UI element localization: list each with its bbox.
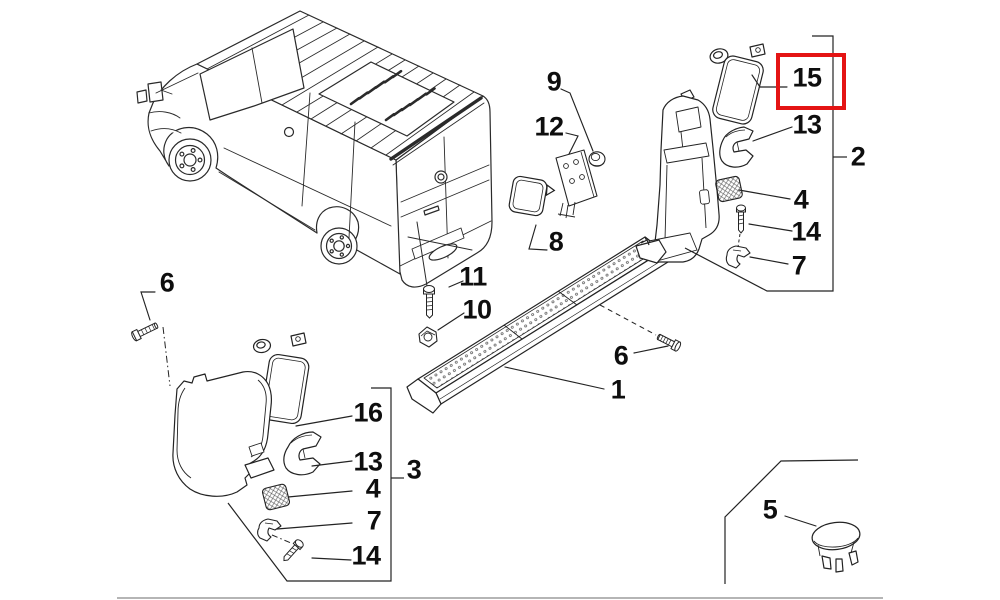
callout-10[interactable]: 10: [462, 294, 492, 325]
front-wheel-icon: [168, 138, 212, 182]
part-14-screw-left: [283, 539, 304, 562]
callout-4-left[interactable]: 4: [365, 473, 381, 504]
part-11-bolt: [423, 285, 435, 319]
part-10-clip-nut: [418, 326, 438, 348]
part-corner-trim: [172, 370, 275, 497]
group-2-bracket: [684, 35, 834, 292]
roof-vent-slots: [349, 69, 436, 122]
part-15-mount-bracket: [709, 43, 766, 125]
callout-7-left[interactable]: 7: [366, 505, 382, 536]
part-13-hook-bracket-left: [283, 431, 322, 476]
callout-6-right[interactable]: 6: [613, 340, 629, 371]
callout-11[interactable]: 11: [459, 261, 487, 292]
part-pillar-trim: [635, 89, 720, 264]
callout-7-right[interactable]: 7: [791, 250, 807, 281]
assembly-axis-lines: [162, 233, 741, 544]
part-5-push-plug: [811, 521, 861, 573]
part-7-clip-right: [725, 245, 751, 269]
highlight-box-15: [776, 53, 846, 110]
part-6-bolt-right: [656, 333, 682, 352]
callout-16[interactable]: 16: [353, 397, 383, 428]
part-13-hook-bracket-right: [719, 126, 754, 168]
callout-2[interactable]: 2: [850, 141, 866, 172]
callout-8[interactable]: 8: [548, 226, 564, 257]
callout-13-left[interactable]: 13: [353, 446, 383, 477]
callout-9[interactable]: 9: [546, 66, 562, 97]
part-7-clip-left: [257, 518, 282, 542]
callout-5[interactable]: 5: [762, 494, 778, 525]
callout-6-left[interactable]: 6: [159, 267, 175, 298]
part-6-bolt-left: [131, 322, 159, 342]
inset-5-border: [724, 459, 859, 584]
rear-wheel-icon: [320, 227, 358, 265]
part-12-plate-bracket: [555, 149, 598, 219]
part-16-mount-bracket: [252, 332, 310, 425]
part-8-pad: [508, 175, 556, 217]
part-9-grommet: [588, 151, 606, 167]
group-3-bracket: [227, 387, 392, 582]
van-illustration: [136, 10, 493, 288]
part-4-pad-left: [261, 483, 291, 511]
leader-lines: [140, 74, 817, 561]
group-brackets: [227, 35, 859, 584]
callout-4-right[interactable]: 4: [793, 184, 809, 215]
callout-13-right[interactable]: 13: [792, 109, 822, 140]
callout-3[interactable]: 3: [406, 454, 422, 485]
part-14-screw-right: [736, 204, 746, 234]
callout-12[interactable]: 12: [534, 111, 564, 142]
callout-14-left[interactable]: 14: [351, 540, 381, 571]
part-4-pad-right: [715, 175, 743, 203]
callout-1[interactable]: 1: [610, 374, 626, 405]
callout-15[interactable]: 15: [792, 62, 822, 93]
callout-14-right[interactable]: 14: [791, 216, 821, 247]
